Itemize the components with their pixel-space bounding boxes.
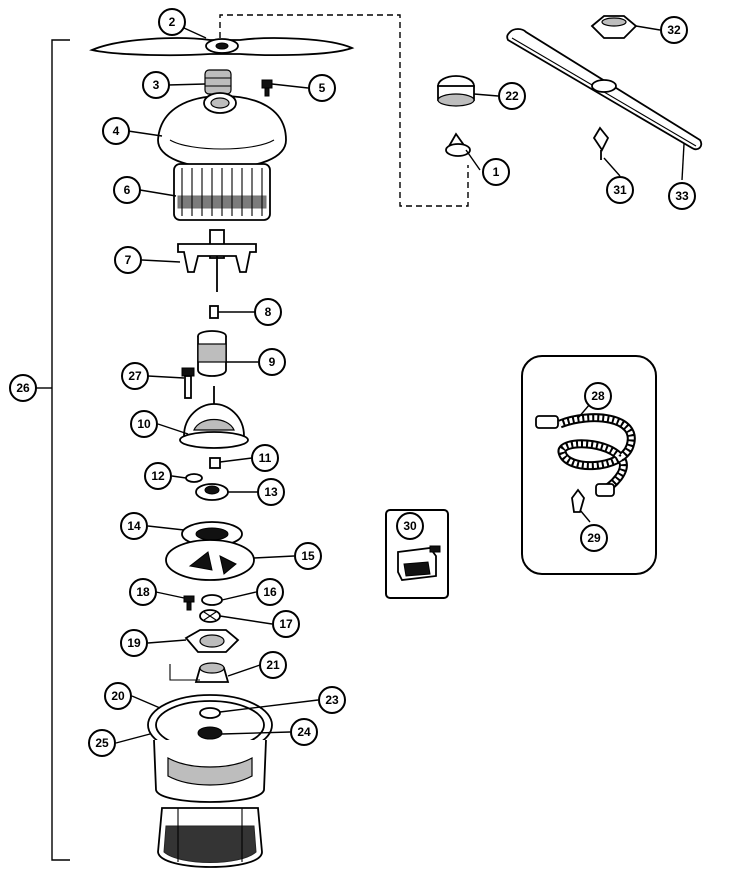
svg-text:10: 10 (137, 417, 151, 431)
callout-27: 27 (121, 362, 149, 390)
callout-18: 18 (129, 578, 157, 606)
callout-9: 9 (258, 348, 286, 376)
callout-23: 23 (318, 686, 346, 714)
motor (157, 807, 263, 868)
filter-screen (173, 163, 271, 221)
svg-text:21: 21 (266, 658, 280, 672)
hose-clamp (571, 488, 585, 513)
svg-text:15: 15 (301, 549, 315, 563)
sump-assembly (147, 694, 273, 803)
pump-base-plate (181, 521, 243, 547)
svg-text:19: 19 (127, 636, 141, 650)
drain-hose (535, 413, 636, 497)
lower-spray-arm (89, 37, 355, 57)
callout-31: 31 (606, 176, 634, 204)
svg-text:12: 12 (151, 469, 165, 483)
washer (185, 473, 203, 483)
svg-text:9: 9 (269, 355, 276, 369)
svg-text:4: 4 (113, 124, 120, 138)
callout-21: 21 (259, 651, 287, 679)
callout-11: 11 (251, 444, 279, 472)
callout-3: 3 (142, 71, 170, 99)
callout-13: 13 (257, 478, 285, 506)
callout-6: 6 (113, 176, 141, 204)
screw (261, 79, 273, 97)
svg-text:20: 20 (111, 689, 125, 703)
svg-text:5: 5 (319, 81, 326, 95)
spray-arm-cap (590, 15, 638, 39)
callout-29: 29 (580, 524, 608, 552)
svg-text:3: 3 (153, 78, 160, 92)
callout-7: 7 (114, 246, 142, 274)
callout-25: 25 (88, 729, 116, 757)
o-ring (201, 594, 223, 606)
svg-text:2: 2 (169, 15, 176, 29)
mounting-bolt (181, 367, 195, 399)
motor-coupling (169, 662, 230, 683)
svg-text:14: 14 (127, 519, 141, 533)
callout-28: 28 (584, 382, 612, 410)
arm-clip (592, 126, 610, 160)
svg-text:1: 1 (493, 165, 500, 179)
svg-text:17: 17 (279, 617, 293, 631)
svg-text:29: 29 (587, 531, 601, 545)
svg-text:18: 18 (136, 585, 150, 599)
callout-26: 26 (9, 374, 37, 402)
callout-4: 4 (102, 117, 130, 145)
svg-text:26: 26 (16, 381, 30, 395)
callout-15: 15 (294, 542, 322, 570)
callout-16: 16 (256, 578, 284, 606)
seal-assembly (195, 483, 229, 501)
callout-24: 24 (290, 718, 318, 746)
impeller-spider (177, 229, 257, 292)
upper-spray-arm (506, 28, 703, 151)
callout-12: 12 (144, 462, 172, 490)
svg-text:31: 31 (613, 183, 627, 197)
callout-30: 30 (396, 512, 424, 540)
callout-14: 14 (120, 512, 148, 540)
svg-text:7: 7 (125, 253, 132, 267)
upper-spray-arm-nut (437, 75, 475, 107)
svg-text:25: 25 (95, 736, 109, 750)
svg-text:11: 11 (259, 451, 272, 465)
assembly-bracket (51, 39, 70, 861)
upper-impeller (197, 330, 227, 377)
terminal-block (397, 545, 441, 581)
svg-text:33: 33 (675, 189, 689, 203)
lower-housing (165, 539, 255, 581)
chopper-plate (184, 629, 240, 653)
callout-20: 20 (104, 682, 132, 710)
callout-33: 33 (668, 182, 696, 210)
pump-cover (157, 92, 287, 169)
svg-text:22: 22 (505, 89, 519, 103)
svg-text:6: 6 (124, 183, 131, 197)
spray-arm-hub (204, 69, 232, 95)
callout-17: 17 (272, 610, 300, 638)
retaining-clip (199, 609, 221, 623)
svg-text:32: 32 (667, 23, 681, 37)
housing-screw (183, 595, 195, 611)
leader-lines (115, 25, 685, 744)
callout-10: 10 (130, 410, 158, 438)
callout-8: 8 (254, 298, 282, 326)
svg-text:24: 24 (297, 725, 311, 739)
svg-text:27: 27 (128, 369, 142, 383)
svg-text:16: 16 (263, 585, 277, 599)
svg-text:8: 8 (265, 305, 272, 319)
svg-text:13: 13 (264, 485, 278, 499)
svg-text:30: 30 (403, 519, 417, 533)
callout-32: 32 (660, 16, 688, 44)
svg-text:23: 23 (325, 693, 339, 707)
callout-1: 1 (482, 158, 510, 186)
callout-2: 2 (158, 8, 186, 36)
small-screw (209, 457, 221, 469)
pump-housing (179, 386, 249, 449)
callout-19: 19 (120, 629, 148, 657)
callout-22: 22 (498, 82, 526, 110)
bearing (445, 132, 471, 157)
callout-5: 5 (308, 74, 336, 102)
svg-text:28: 28 (591, 389, 605, 403)
small-pin (209, 305, 219, 319)
